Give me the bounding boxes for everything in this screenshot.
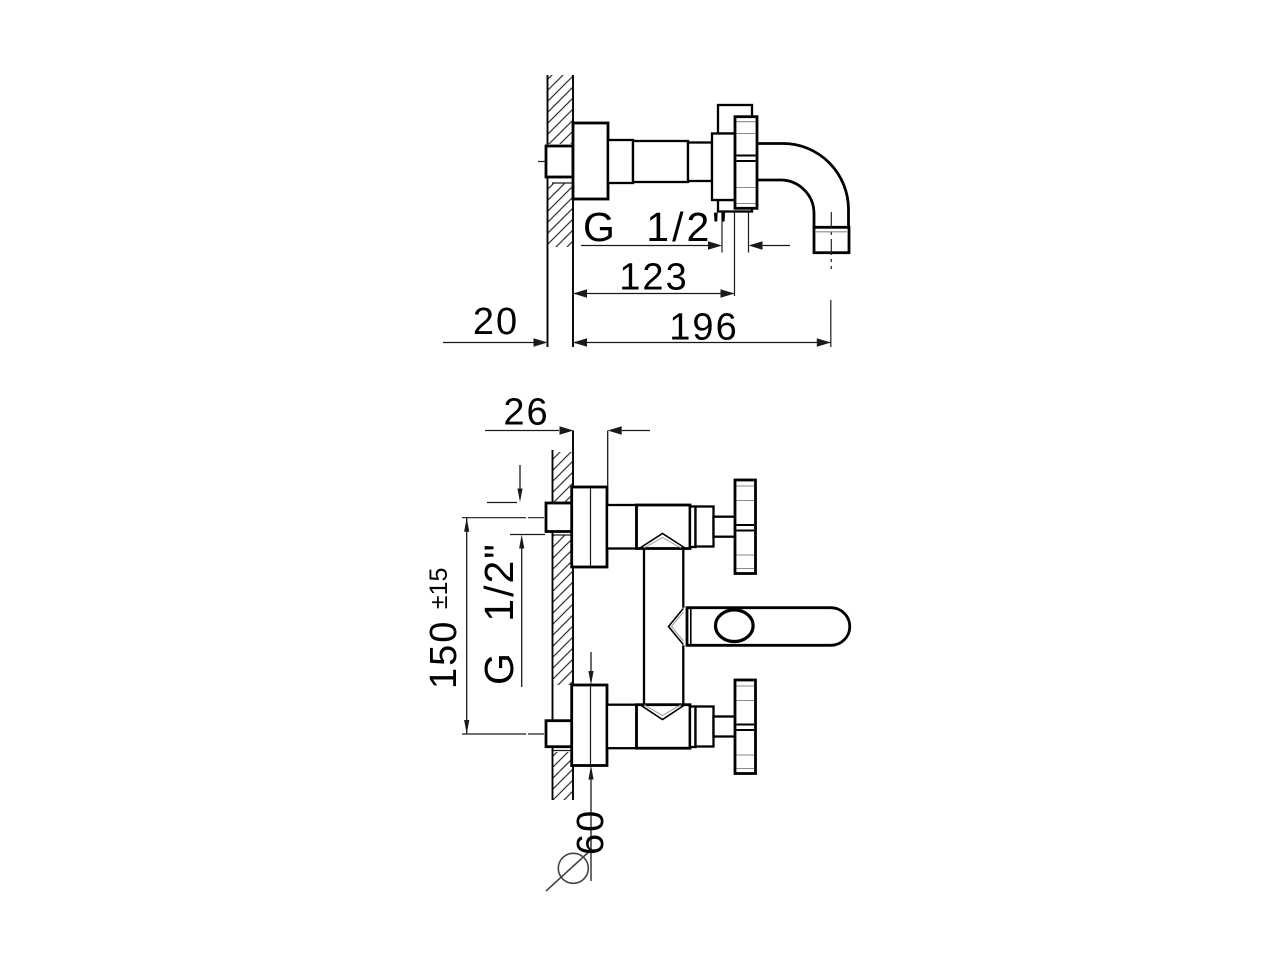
dim-20-label: 20 <box>473 301 519 343</box>
handle-disc <box>733 678 757 775</box>
body-ring <box>686 141 714 183</box>
wall-hatch <box>548 183 573 247</box>
union-nut <box>544 501 574 533</box>
valve-body <box>710 132 739 202</box>
wall-section-front <box>551 430 574 800</box>
top-view: G 1/2" 123 196 20 <box>443 75 851 349</box>
valve-cap <box>694 705 715 748</box>
dimensions-front: 26 G 1/2" 150 ±15 <box>423 392 650 892</box>
dim-150-tolerance: ±15 <box>425 568 453 610</box>
thread-size-label: G 1/2" <box>583 204 730 250</box>
valve-cap <box>694 505 715 548</box>
spout-unit <box>538 103 851 269</box>
wall-hatch <box>553 752 573 800</box>
mixer-lever <box>685 606 852 647</box>
dim-150-value: 150 <box>423 620 465 689</box>
union-body <box>605 703 638 750</box>
wall-flange <box>570 485 609 569</box>
front-view: 26 G 1/2" 150 ±15 <box>423 392 852 892</box>
upper-inlet-valve <box>528 478 757 575</box>
spout-outer-curve <box>756 142 850 228</box>
wall-hatch <box>548 75 573 144</box>
dim-123-label: 123 <box>619 257 688 299</box>
wall-flange <box>571 121 610 201</box>
handle-disc <box>733 478 757 575</box>
riser-tube <box>642 548 685 705</box>
wall-section-top <box>546 75 574 347</box>
lower-inlet-valve <box>528 678 757 775</box>
dim-26-label: 26 <box>503 392 549 434</box>
lever-button <box>713 608 755 644</box>
wall-hatch <box>553 452 573 502</box>
handle-stem <box>712 715 738 738</box>
cross-handle-front <box>733 678 757 775</box>
cross-handle-side <box>733 115 759 210</box>
thread-size-label-front: G 1/2" <box>476 542 522 685</box>
handle-disc <box>733 115 759 210</box>
dim-196-label: 196 <box>669 307 738 349</box>
body-ring <box>606 138 635 185</box>
diameter-symbol-icon <box>545 848 593 892</box>
dim-150-label: 150 ±15 <box>423 568 465 689</box>
spout-inner-curve <box>756 178 816 228</box>
body-barrel <box>631 139 690 184</box>
dim-60-label: 60 <box>570 809 612 855</box>
wall-flange <box>570 683 609 767</box>
lever-handle <box>685 606 852 647</box>
union-body <box>605 503 638 550</box>
dimensions-top: G 1/2" 123 196 20 <box>443 204 832 349</box>
cross-handle-front <box>733 478 757 575</box>
union-nut <box>544 719 574 749</box>
union-nut <box>544 144 575 179</box>
tee-body <box>635 703 692 750</box>
wall-hatch <box>553 535 573 685</box>
tee-body <box>635 503 692 550</box>
handle-stem <box>712 515 738 538</box>
